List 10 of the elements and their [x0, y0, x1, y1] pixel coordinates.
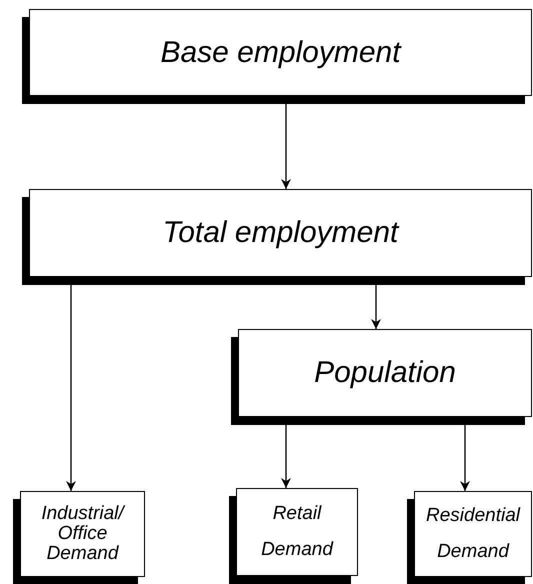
- arrow: [371, 285, 381, 329]
- arrow: [460, 425, 470, 491]
- box-label: Industrial/ Office Demand: [40, 504, 126, 564]
- box-label: Total employment: [162, 215, 398, 251]
- arrow: [66, 285, 76, 491]
- arrow: [281, 425, 291, 488]
- box-label: Base employment: [160, 34, 401, 70]
- box-label: Population: [314, 355, 456, 391]
- box-label: Retail Demand: [260, 502, 334, 562]
- box-label: Residential Demand: [425, 504, 522, 564]
